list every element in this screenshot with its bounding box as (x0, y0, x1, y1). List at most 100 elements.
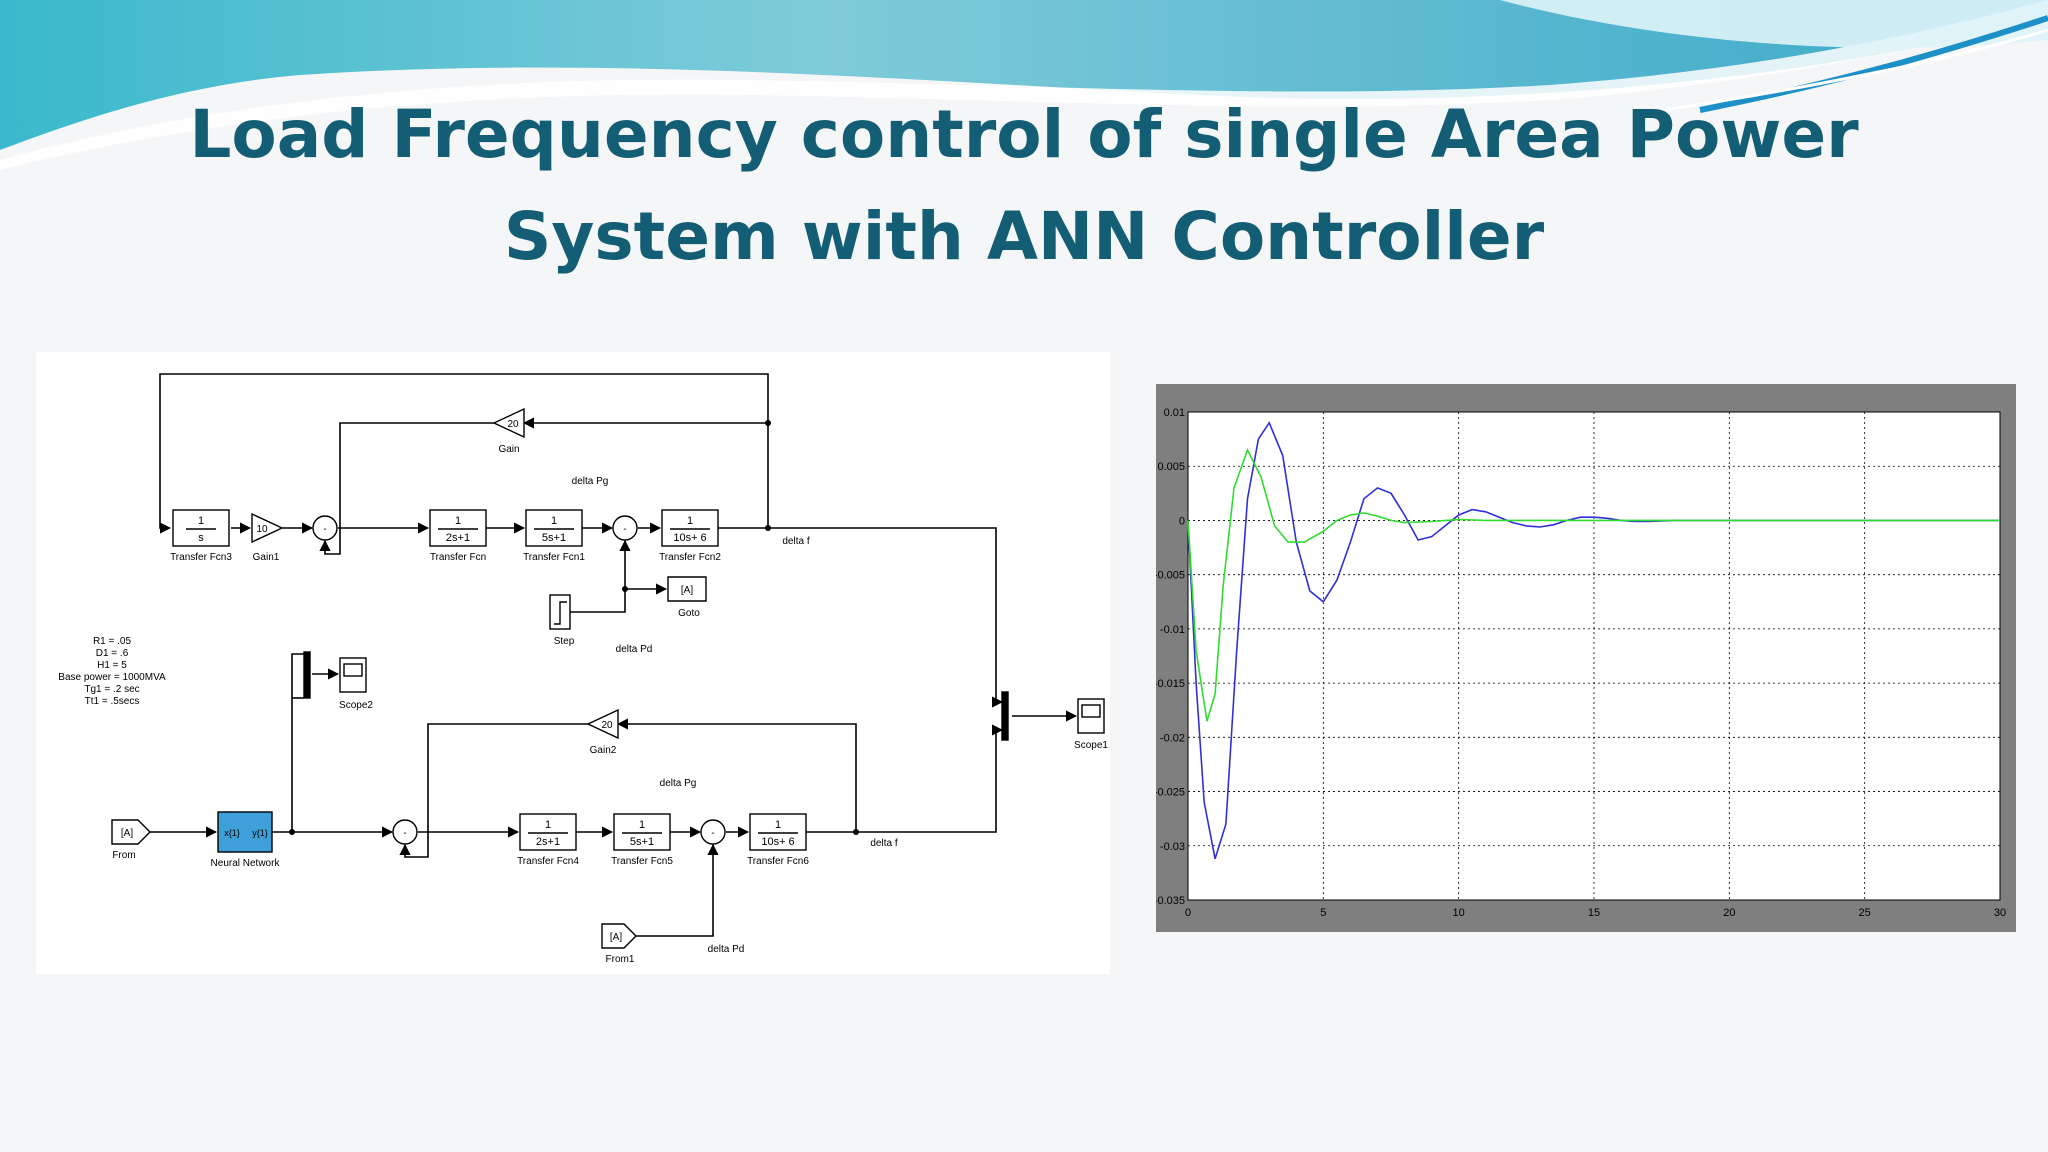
scope2-block[interactable]: Scope2 (339, 657, 373, 711)
wire-step-sum2 (570, 539, 631, 613)
from1-block[interactable]: [A] From1 (601, 923, 637, 965)
y-tick-label: -0.035 (1156, 895, 1185, 907)
y-tick-label: -0.01 (1160, 624, 1185, 636)
gain1-value: 10 (256, 524, 268, 535)
signal-delta-pg-bottom: delta Pg (660, 778, 697, 789)
x-tick-label: 25 (1859, 907, 1871, 919)
from1-value: [A] (610, 932, 622, 943)
x-tick-label: 0 (1185, 907, 1191, 919)
transfer-fcn2-block[interactable]: 1 10s+ 6 Transfer Fcn2 (659, 509, 721, 563)
from-label: From (112, 850, 135, 861)
wire-gain2-feedback-out (399, 723, 592, 858)
param-r1: R1 = .05 (93, 636, 132, 647)
tf6-den: 10s+ 6 (761, 836, 794, 848)
transfer-fcn1-block[interactable]: 1 5s+1 Transfer Fcn1 (523, 509, 585, 563)
neural-network-block[interactable]: x{1} y{1} Neural Network (211, 811, 281, 869)
goto-value: [A] (681, 585, 693, 596)
x-tick-label: 20 (1723, 907, 1735, 919)
gain2-block[interactable]: 20 Gain2 (586, 708, 619, 756)
plot-axes-area (1187, 411, 2001, 901)
from-block[interactable]: [A] From (111, 819, 151, 861)
y-tick-label: -0.015 (1156, 678, 1185, 690)
wire-from1-sum4 (636, 843, 719, 937)
series-line-2 (1187, 447, 2000, 722)
goto-label: Goto (678, 608, 700, 619)
tf2-num: 1 (687, 515, 693, 527)
tf3-num: 1 (198, 515, 204, 527)
wire-gain-feedback-out (319, 422, 494, 555)
svg-text:-: - (623, 524, 626, 535)
signal-delta-f-top: delta f (782, 536, 809, 547)
wire-tf2-out (718, 527, 997, 702)
transfer-fcn3-block[interactable]: 1 s Transfer Fcn3 (170, 509, 232, 563)
step-label: Step (554, 636, 575, 647)
tf1-label: Transfer Fcn1 (523, 552, 585, 563)
svg-text:-: - (711, 828, 714, 839)
tf3-den: s (198, 532, 204, 544)
signal-delta-pd-top: delta Pd (616, 644, 653, 655)
scope1-label: Scope1 (1074, 740, 1108, 751)
tf5-den: 5s+1 (630, 836, 654, 848)
mux2-bar[interactable] (303, 651, 311, 699)
gain-label: Gain (498, 444, 519, 455)
mux1-bar[interactable] (1001, 691, 1009, 741)
param-d1: D1 = .6 (96, 648, 129, 659)
x-tick-label: 5 (1320, 907, 1326, 919)
param-h1: H1 = 5 (97, 660, 127, 671)
nn-output-port: y{1} (252, 828, 268, 838)
tf4-den: 2s+1 (536, 836, 560, 848)
x-tick-label: 15 (1588, 907, 1600, 919)
y-tick-label: -0.005 (1156, 570, 1185, 582)
junction-dot (765, 420, 771, 426)
scope1-block[interactable]: Scope1 (1074, 698, 1108, 751)
sum2-block[interactable]: - (612, 515, 638, 541)
param-tt1: Tt1 = .5secs (85, 696, 140, 707)
gain-value: 20 (507, 419, 519, 430)
sum3-block[interactable]: - (392, 819, 418, 845)
transfer-fcn6-block[interactable]: 1 10s+ 6 Transfer Fcn6 (747, 813, 809, 867)
tf4-num: 1 (545, 819, 551, 831)
from-value: [A] (121, 828, 133, 839)
tf-den: 2s+1 (446, 532, 470, 544)
svg-text:-: - (403, 828, 406, 839)
wire-tf6-out (806, 730, 997, 833)
gain1-label: Gain1 (253, 552, 280, 563)
x-tick-label: 10 (1453, 907, 1465, 919)
slide-title-line-1: Load Frequency control of single Area Po… (189, 96, 1859, 173)
transfer-fcn5-block[interactable]: 1 5s+1 Transfer Fcn5 (611, 813, 673, 867)
tf4-label: Transfer Fcn4 (517, 856, 579, 867)
tf2-label: Transfer Fcn2 (659, 552, 721, 563)
x-tick-label: 30 (1994, 907, 2006, 919)
junction-dot (765, 525, 771, 531)
series-line-1 (1187, 421, 2000, 860)
junction-dot (622, 586, 628, 592)
tf3-label: Transfer Fcn3 (170, 552, 232, 563)
gain2-value: 20 (601, 720, 613, 731)
tf6-label: Transfer Fcn6 (747, 856, 809, 867)
y-tick-label: -0.03 (1160, 841, 1185, 853)
gain-block[interactable]: 20 Gain (492, 407, 525, 455)
sum4-block[interactable]: - (700, 819, 726, 845)
scope2-label: Scope2 (339, 700, 373, 711)
tf-label: Transfer Fcn (430, 552, 486, 563)
from1-label: From1 (606, 954, 635, 965)
nn-input-port: x{1} (224, 828, 240, 838)
goto-block[interactable]: [A] Goto (667, 576, 707, 619)
header-wave-banner (0, 0, 2048, 170)
sum1-block[interactable]: - (312, 515, 338, 541)
gain2-label: Gain2 (590, 745, 617, 756)
junction-dot (289, 829, 295, 835)
transfer-fcn4-block[interactable]: 1 2s+1 Transfer Fcn4 (517, 813, 579, 867)
y-tick-label: -0.02 (1160, 732, 1185, 744)
transfer-fcn-block[interactable]: 1 2s+1 Transfer Fcn (429, 509, 487, 563)
wire-outer-feedback (159, 373, 769, 534)
nn-label: Neural Network (211, 858, 281, 869)
tf1-num: 1 (551, 515, 557, 527)
gain1-block[interactable]: 10 Gain1 (251, 512, 284, 563)
step-block[interactable]: Step (549, 594, 575, 647)
wire-gain2-feedback-in (616, 718, 857, 832)
tf5-label: Transfer Fcn5 (611, 856, 673, 867)
signal-delta-pd-bottom: delta Pd (708, 944, 745, 955)
